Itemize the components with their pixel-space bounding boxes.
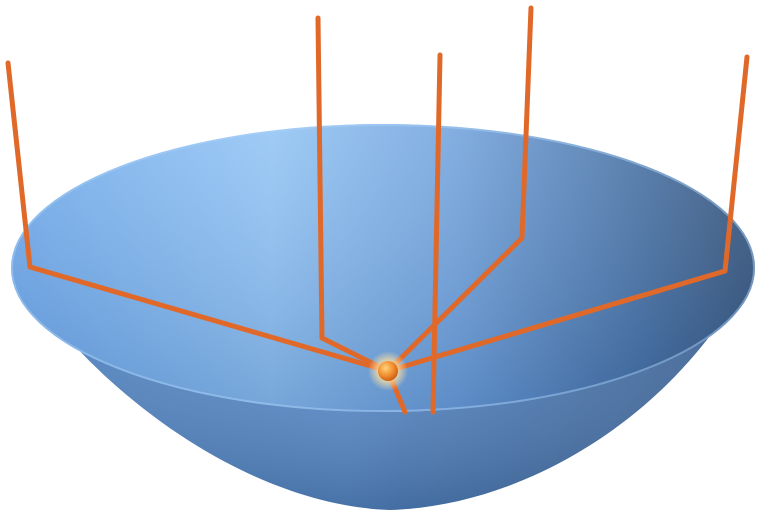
- dish-outer-shade: [12, 262, 755, 510]
- ray-1: [5, 60, 391, 374]
- dish-inner-shade: [11, 124, 755, 412]
- rays: [5, 5, 750, 415]
- ray-2: [315, 15, 391, 374]
- ray-4: [385, 5, 534, 374]
- dish-rim: [11, 124, 755, 412]
- focal-point: [378, 361, 398, 381]
- ray-5: [385, 54, 750, 374]
- ray-3: [430, 52, 443, 415]
